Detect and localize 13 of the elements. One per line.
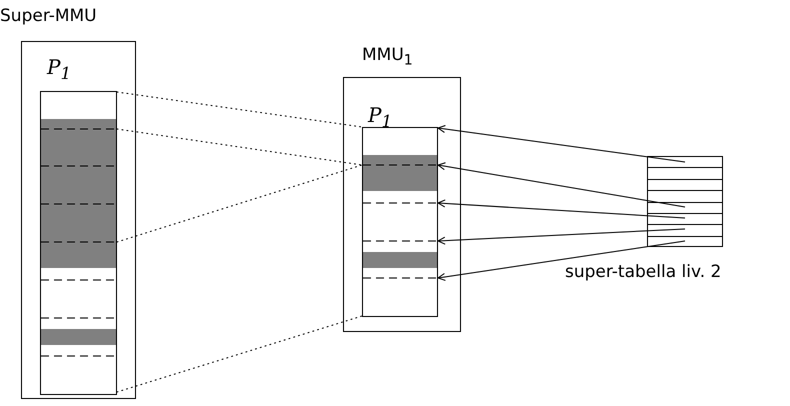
arrow: [438, 240, 686, 281]
arrow: [438, 162, 686, 208]
frame-title: Super-MMU: [0, 6, 97, 26]
process-label: P$_{1}$: [47, 56, 72, 85]
arrow: [438, 228, 686, 245]
dotted-mapping-line: [116, 128, 362, 166]
dotted-mapping-line: [116, 92, 362, 128]
table-caption: super-tabella liv. 2: [565, 262, 722, 282]
arrow: [438, 199, 686, 218]
dotted-mapping-line: [116, 164, 362, 242]
arrow: [438, 124, 686, 162]
process-label: P$_{1}$: [368, 104, 392, 133]
frame-title: MMU$_{1}$: [362, 45, 413, 70]
